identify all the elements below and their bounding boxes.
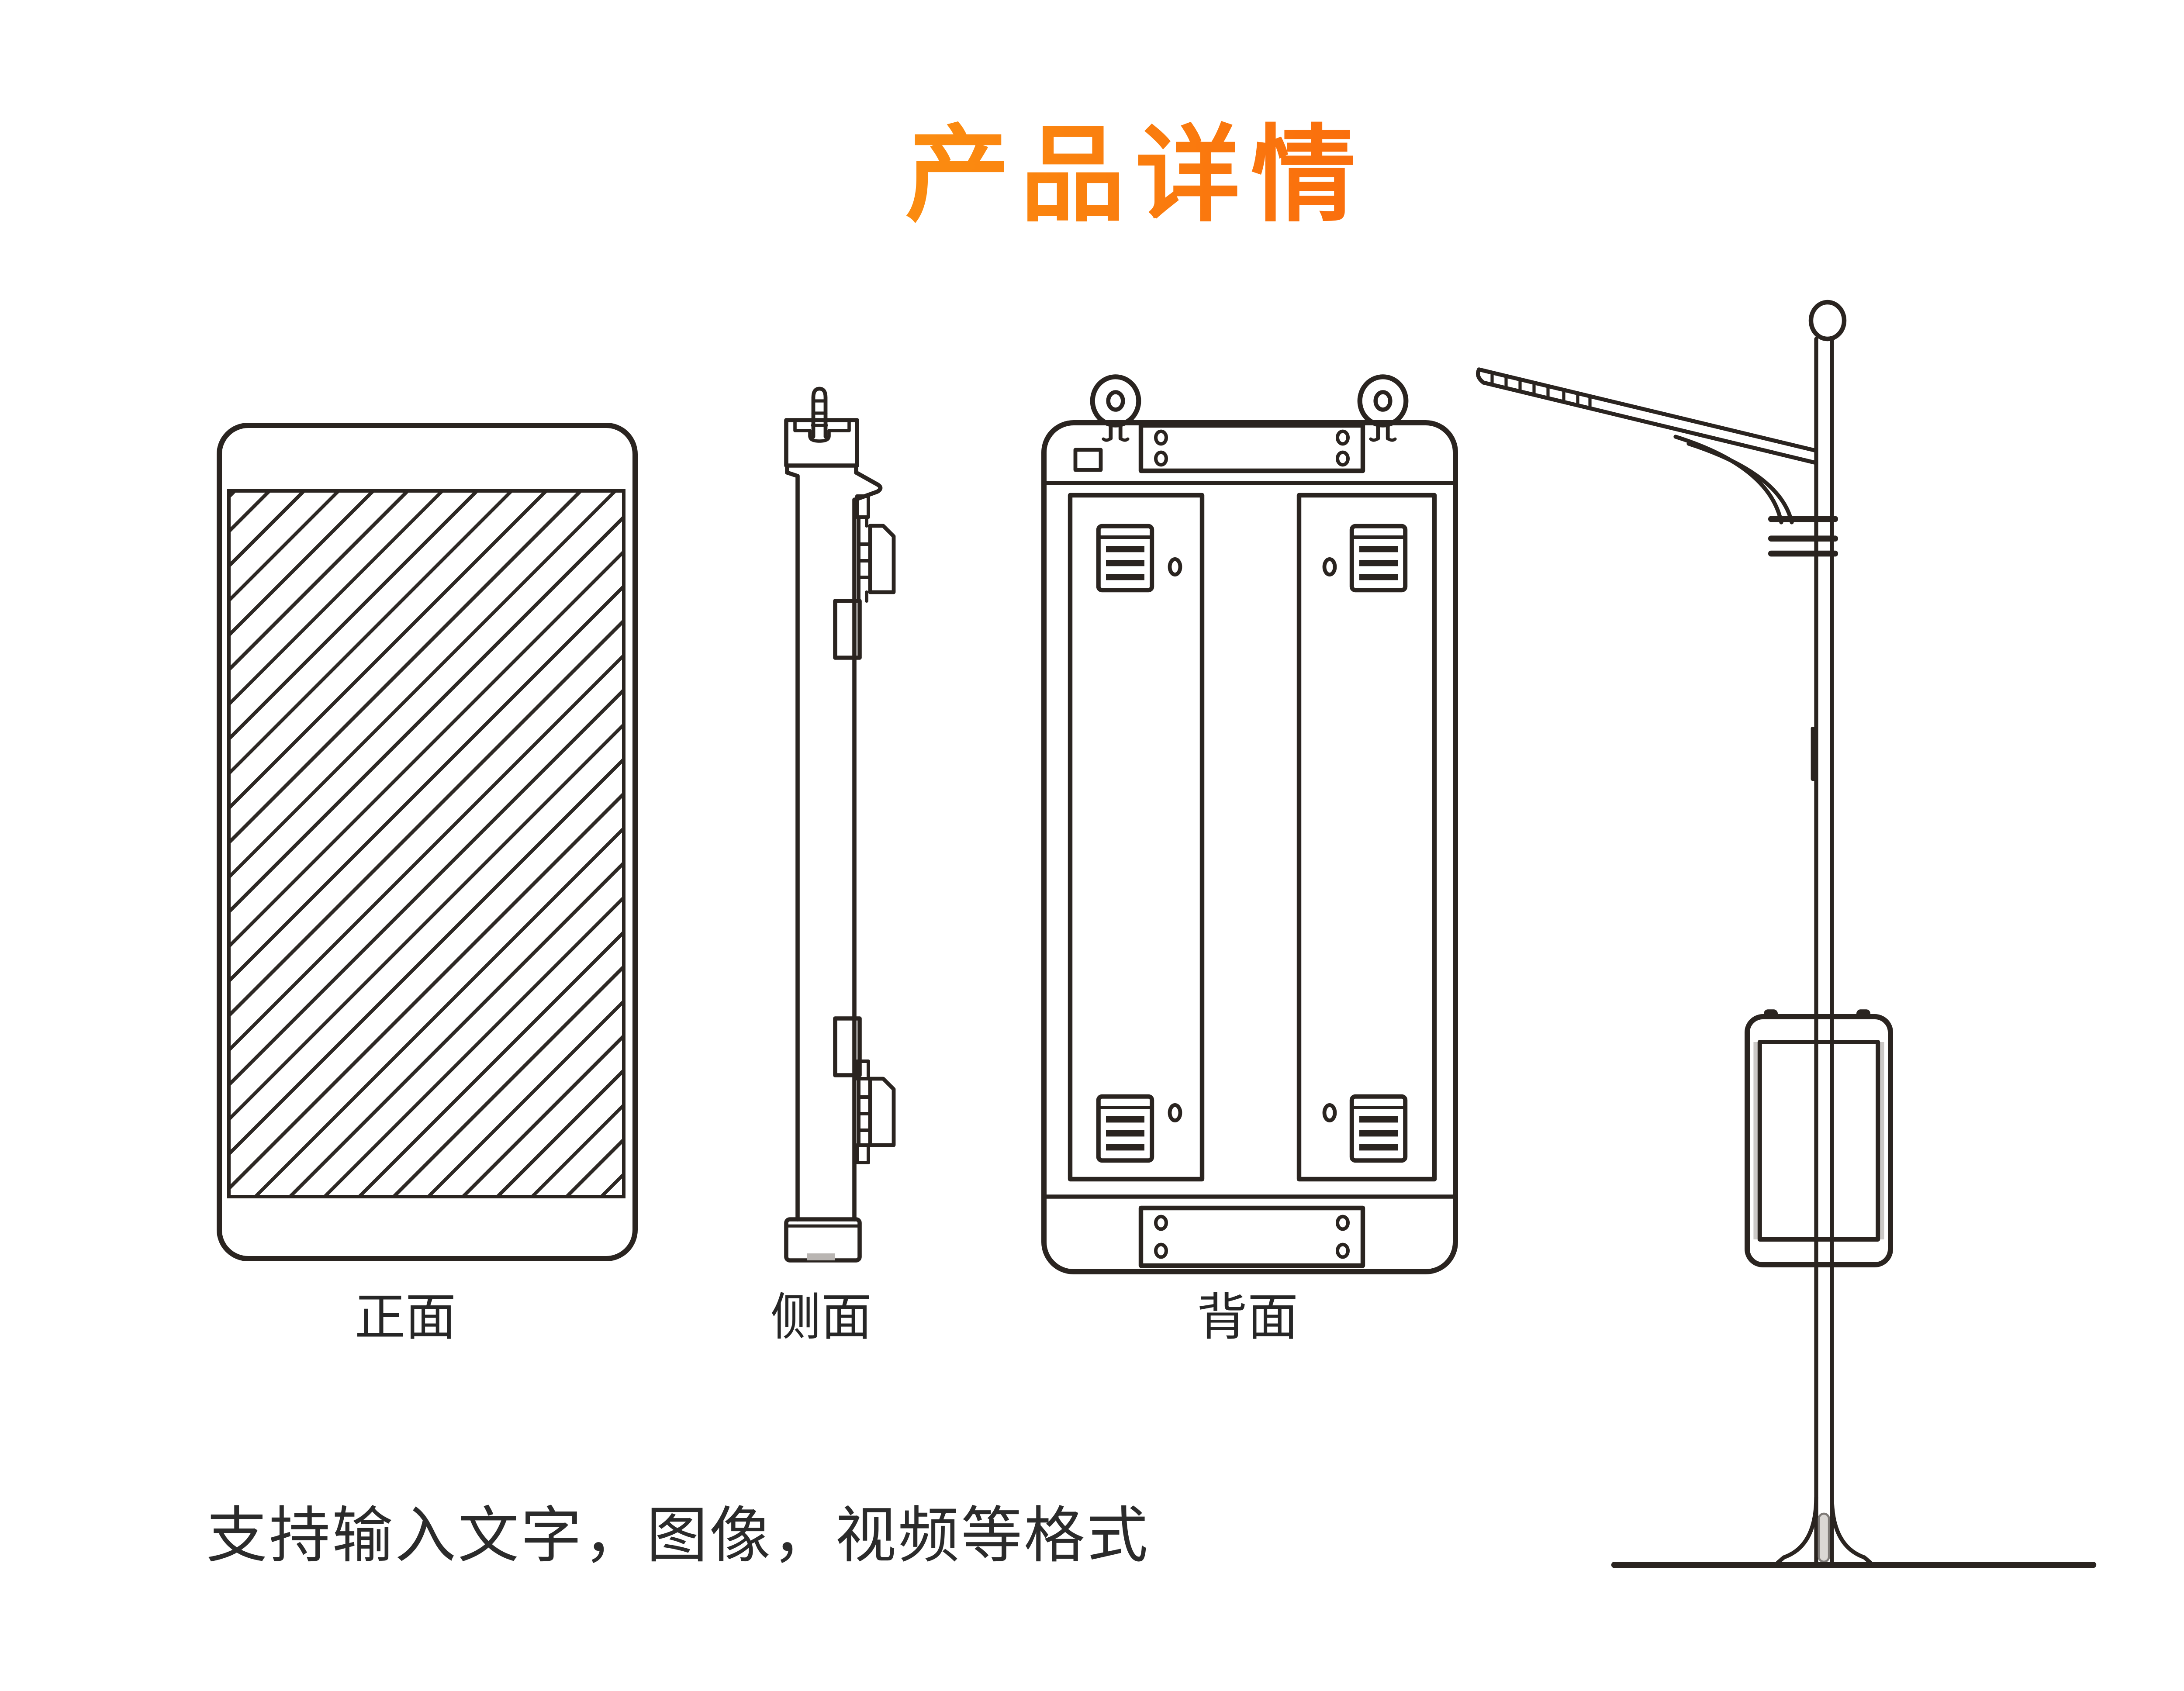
back-view-label: 背面 — [1196, 1291, 1298, 1347]
back-view-drawing — [1041, 367, 1458, 1274]
side-view-drawing — [784, 387, 896, 1263]
vent-grille — [1099, 526, 1152, 590]
back-right-door — [1296, 493, 1437, 1182]
side-lower-bracket — [833, 1016, 896, 1164]
caption-text: 支持输入文字，图像，视频等格式 — [206, 1502, 1150, 1570]
back-cabinet-outline — [1041, 420, 1458, 1274]
pole-drawing — [1476, 300, 2097, 1568]
vent-grille — [1352, 526, 1405, 590]
pole-ball-finial — [1808, 300, 1847, 342]
pole-clamp-bands — [1768, 516, 1838, 557]
lifting-eyelet-right — [1360, 377, 1406, 440]
side-base — [784, 1217, 862, 1263]
mounted-display-cabinet — [1745, 1009, 1893, 1267]
lifting-eyelet-left — [1092, 377, 1139, 440]
side-top-bolt — [811, 387, 828, 439]
arm-support-bracket — [1673, 435, 1794, 525]
pole-shaft — [1814, 337, 1834, 1564]
pole-cable-strip — [1811, 727, 1817, 781]
back-bottom-mounting-bar — [1138, 1205, 1365, 1268]
vent-grille — [1352, 1097, 1405, 1160]
back-left-door — [1068, 493, 1205, 1182]
lamp-arm — [1476, 367, 1818, 465]
back-top-left-port — [1073, 448, 1103, 472]
side-top-cap — [784, 418, 859, 468]
page-title: 产品详情 — [0, 91, 2184, 243]
front-view-label: 正面 — [354, 1291, 456, 1347]
side-upper-bracket — [833, 494, 896, 660]
pole-base — [1776, 1495, 1873, 1565]
back-top-mounting-bar — [1138, 423, 1365, 473]
side-view-label: 侧面 — [770, 1291, 872, 1347]
door-lock-buttons — [1168, 557, 1337, 1122]
front-screen-hatch — [227, 489, 625, 1198]
front-view-drawing — [217, 423, 638, 1261]
side-body — [785, 463, 883, 1222]
vent-grille — [1099, 1097, 1152, 1160]
